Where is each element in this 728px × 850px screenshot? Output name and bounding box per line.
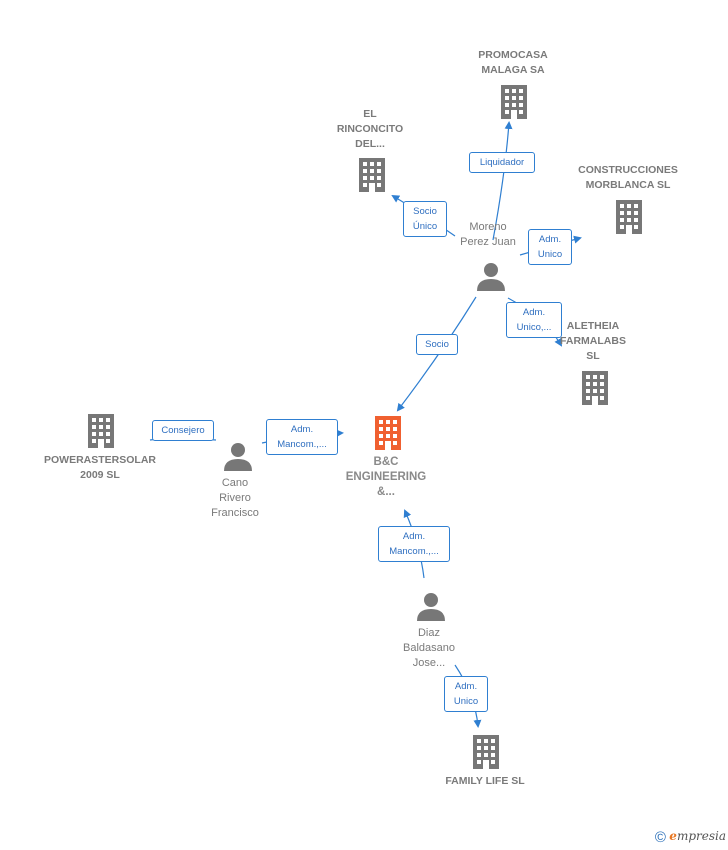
node-label: ENGINEERING [345,471,427,483]
edge-label-adm-mancom-diaz[interactable]: Adm. Mancom.,... [378,526,450,562]
person-icon[interactable] [416,591,446,621]
node-aletheia[interactable]: ALETHEIA FARMALABS SL [548,319,638,364]
edge-label-text: Adm. [290,424,314,435]
edge-label-liquidador[interactable]: Liquidador [469,152,535,173]
building-icon[interactable] [499,85,529,119]
edge-label-text: Adm. [402,531,426,542]
edge-label-adm-unico-construcciones[interactable]: Adm. Unico [528,229,572,265]
node-label: RINCONCITO [336,123,404,135]
edge-label-text: Unico [537,249,563,260]
edge-label-text: Socio [413,206,437,217]
node-rinconcito[interactable]: EL RINCONCITO DEL... [320,107,420,152]
node-label: Perez Juan [460,236,516,248]
edge-label-socio[interactable]: Socio [416,334,458,355]
person-icon[interactable] [223,441,253,471]
empresia-watermark: © empresia [655,829,726,846]
node-diaz[interactable]: Diaz Baldasano Jose... [384,626,474,671]
node-label: PROMOCASA [478,49,548,61]
node-label: Moreno [469,221,507,233]
brand-rest: mpresia [676,829,726,843]
node-label: DEL... [355,138,385,150]
edge-label-text: Unico [453,696,479,707]
edge-label-text: Adm. [454,681,478,692]
building-icon[interactable] [614,200,644,234]
node-label: 2009 SL [80,469,120,481]
node-label: FARMALABS [560,335,626,347]
node-label: Cano [221,477,249,489]
edge-label-adm-unico-aletheia[interactable]: Adm. Unico,... [506,302,562,338]
node-family-life[interactable]: FAMILY LIFE SL [425,774,545,789]
building-icon-main[interactable] [373,416,403,450]
building-icon[interactable] [580,371,610,405]
node-label: SL [586,350,600,362]
brand-e: e [669,829,677,843]
edge-label-text: Mancom.,... [389,546,439,557]
node-bc-engineering[interactable]: B&C ENGINEERING &... [326,455,446,500]
building-icon[interactable] [357,158,387,192]
person-icon[interactable] [476,261,506,291]
node-construcciones[interactable]: CONSTRUCCIONES MORBLANCA SL [563,163,693,193]
node-label: Baldasano [403,642,455,654]
edge-label-adm-unico-family[interactable]: Adm. Unico [444,676,488,712]
node-label: Rivero [219,492,251,504]
edge-label-text: Unico,... [516,322,552,333]
node-label: FAMILY LIFE SL [445,775,525,787]
node-label: Francisco [211,507,259,519]
node-cano[interactable]: Cano Rivero Francisco [195,476,275,521]
node-label: EL [363,108,377,120]
edge-label-text: Socio [425,339,449,350]
edge-moreno-promocasa [492,121,513,241]
edge-label-text: Adm. [538,234,562,245]
brand-logo[interactable]: empresia [669,829,726,843]
node-label: &... [377,486,395,498]
node-label: Jose... [412,657,446,669]
node-label: ALETHEIA [566,320,620,332]
edge-label-consejero[interactable]: Consejero [152,420,214,441]
edge-label-text: Liquidador [479,157,525,168]
building-icon[interactable] [471,735,501,769]
node-moreno[interactable]: Moreno Perez Juan [443,220,533,250]
edge-label-text: Único [412,221,438,232]
node-label: Diaz [417,627,440,639]
node-label: POWERASTERSOLAR [43,454,156,466]
building-icon[interactable] [86,414,116,448]
node-label: B&C [373,456,399,468]
edge-label-text: Adm. [522,307,546,318]
node-label: CONSTRUCCIONES [578,164,678,176]
node-promocasa[interactable]: PROMOCASA MALAGA SA [458,48,568,78]
edge-label-adm-mancom-cano[interactable]: Adm. Mancom.,... [266,419,338,455]
node-label: MORBLANCA SL [585,179,671,191]
edge-label-socio-unico[interactable]: Socio Único [403,201,447,237]
edge-label-text: Mancom.,... [277,439,327,450]
copyright-icon: © [654,829,666,846]
node-label: MALAGA SA [481,64,545,76]
edge-label-text: Consejero [161,425,205,436]
node-powerastersolar[interactable]: POWERASTERSOLAR 2009 SL [30,453,170,483]
